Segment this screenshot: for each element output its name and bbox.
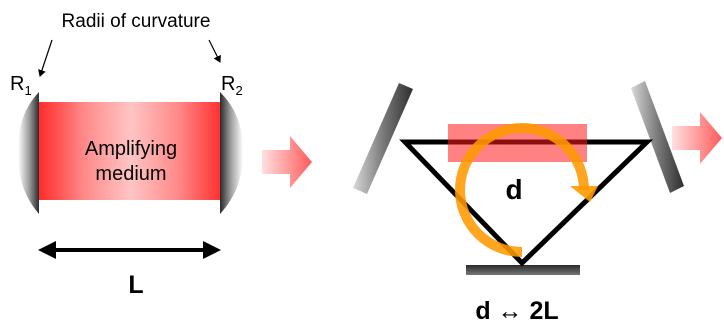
output-arrow (672, 112, 722, 164)
medium-label-line1: Amplifying (85, 138, 177, 160)
ring-mirror-bottom (466, 265, 580, 275)
length-arrow-head-left (38, 241, 56, 259)
pointer-arrow-r2 (208, 39, 221, 63)
r1-label: R1 (10, 73, 32, 98)
radii-title: Radii of curvature (62, 11, 211, 32)
equivalence-label: d ↔ 2L (475, 297, 558, 325)
length-label: L (128, 271, 143, 299)
amplifying-medium (38, 102, 224, 200)
transition-arrow (262, 136, 312, 188)
circulation-arrowhead (570, 186, 598, 202)
r2-label: R2 (221, 73, 243, 98)
ring-mirror-left (353, 83, 413, 194)
circulation-arrow (455, 123, 589, 257)
length-arrow-head-right (203, 241, 221, 259)
pointer-arrow-r1 (38, 39, 53, 77)
mirror-r1 (18, 92, 39, 214)
mirror-r2 (220, 92, 243, 214)
medium-label-line2: medium (95, 163, 166, 185)
ring-length-label: d (505, 174, 522, 205)
ring-mirror-right (631, 81, 684, 193)
